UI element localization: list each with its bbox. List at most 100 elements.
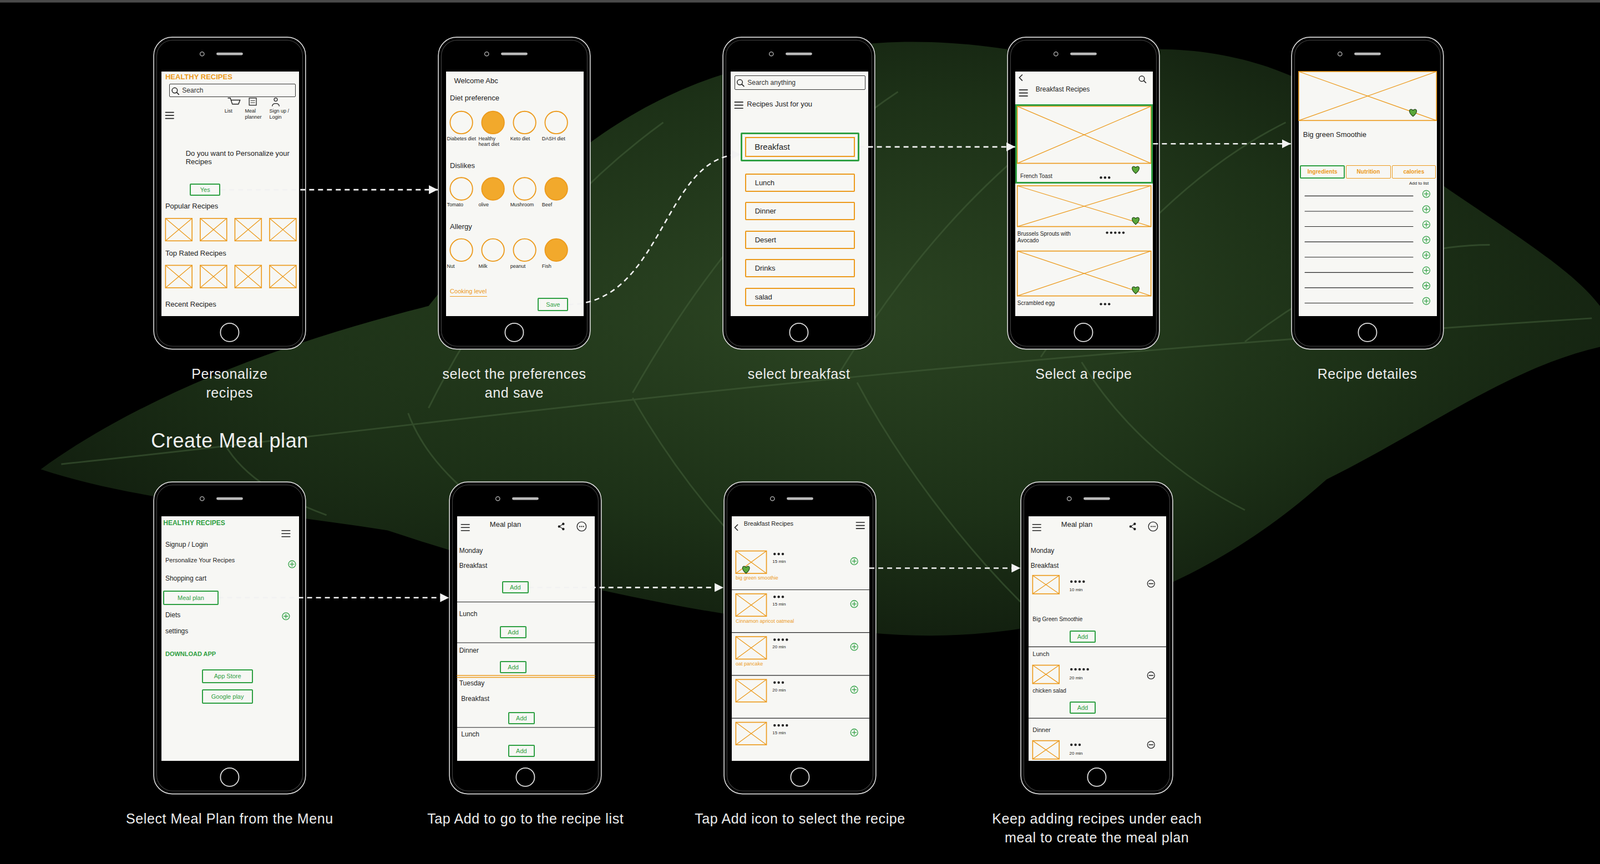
node-text: Search [181, 86, 204, 95]
sketch-mark [457, 677, 595, 678]
screen-label: Shopping cart [165, 574, 207, 583]
button-box: App Store [201, 669, 253, 685]
sketch-mark [1147, 741, 1155, 749]
sketch-mark [165, 218, 192, 241]
node-text: Add [1077, 704, 1089, 712]
sketch-mark [1032, 740, 1060, 759]
sketch-mark [1032, 575, 1060, 594]
sketch-mark [1024, 485, 1171, 792]
sketch-mark [785, 638, 788, 641]
sketch-mark [269, 265, 297, 288]
node-text: French Toast [1020, 173, 1053, 180]
node-text: Dinner [755, 206, 777, 216]
sketch-mark [735, 550, 767, 574]
node-text: Lunch [755, 178, 775, 187]
sketch-mark [1078, 743, 1081, 746]
sketch-mark [449, 110, 473, 134]
sketch-mark [153, 37, 306, 349]
screen-label: Diets [165, 611, 181, 620]
screen-label: 15 min [772, 730, 786, 737]
sketch-mark [1032, 575, 1060, 594]
sketch-mark [1107, 176, 1111, 179]
tab-box: Nutrition [1345, 165, 1391, 179]
sketch-mark [1122, 231, 1125, 234]
wireframe-sketch [731, 516, 870, 762]
button-box: Add [502, 581, 529, 594]
sketch-mark [1298, 71, 1437, 121]
sketch-mark [1304, 272, 1414, 273]
sketch-mark [156, 485, 303, 792]
phone-frame: French ToastBreakfast RecipesBrussels Sp… [1006, 36, 1161, 351]
search-bar: Search [169, 83, 296, 98]
sketch-mark [544, 110, 567, 134]
screen-label: Do you want to Personalize your Recipes [185, 149, 297, 167]
sketch-mark [735, 722, 767, 745]
phone-screen: Meal planApp StoreGoogle playHEALTHY REC… [161, 516, 300, 762]
sketch-mark [735, 636, 767, 660]
screen-label: Cooking level [449, 287, 487, 296]
phone-frame: AddAddMeal planMondayBreakfast10 minBig … [1020, 481, 1174, 796]
sketch-mark [734, 107, 743, 109]
sketch-mark [199, 497, 204, 501]
screen-label: Milk [478, 263, 509, 270]
sketch-mark [1154, 525, 1156, 528]
sketch-mark [1423, 297, 1431, 305]
sketch-mark [1104, 176, 1107, 179]
wireframe-sketch [161, 516, 300, 762]
sketch-mark [457, 727, 595, 728]
screen-label: Lunch [1032, 650, 1050, 658]
sketch-mark [734, 104, 743, 106]
phone-screen: IngredientsNutritioncalories Big green Sm… [1298, 71, 1437, 317]
node-text: Add [515, 715, 528, 722]
sketch-mark [1083, 497, 1111, 501]
recipe-row: 15 minbig green smoothie [731, 547, 870, 590]
screen-label: Diet preference [449, 93, 500, 103]
step-caption: select the preferences and save [439, 364, 590, 403]
screen-label: 20 min [772, 644, 786, 651]
sketch-mark [269, 265, 297, 288]
screen-label: Meal plan [489, 520, 521, 530]
sketch-mark [1298, 71, 1437, 121]
sketch-mark [234, 265, 262, 288]
sketch-mark [199, 265, 227, 288]
screen-label: Mushroom [510, 201, 540, 209]
sketch-mark [1019, 89, 1028, 91]
sketch-mark [1409, 109, 1417, 117]
button-box: Meal plan [163, 590, 219, 606]
sketch-mark [723, 482, 877, 794]
node-text: Breakfast [754, 142, 790, 152]
phone-frame: AddAddAddAddAddMeal planMondayBreakfastL… [448, 481, 602, 796]
flow-arrow [1152, 143, 1291, 145]
screen-label: Big green Smoothie [1303, 130, 1367, 140]
sketch-mark [1294, 40, 1441, 347]
sketch-mark [1132, 217, 1140, 225]
sketch-mark [281, 536, 291, 538]
sketch-mark [735, 679, 767, 702]
sketch-mark [1148, 744, 1153, 746]
sketch-mark [853, 644, 855, 649]
sketch-mark [1032, 740, 1060, 759]
screen-label: Diabetes diet [447, 135, 477, 143]
sketch-mark [1028, 717, 1167, 719]
sketch-mark [735, 593, 767, 616]
step-caption: Select a recipe [994, 364, 1173, 384]
sketch-mark [1423, 251, 1431, 259]
button-box: Add [508, 712, 535, 725]
sketch-mark [452, 485, 599, 792]
sketch-mark [1147, 671, 1155, 680]
sketch-mark [777, 681, 780, 684]
screen-label: Dislikes [449, 161, 475, 171]
button-box: Add [508, 745, 535, 758]
sketch-mark [773, 595, 776, 599]
sketch-mark [1019, 95, 1028, 97]
sketch-mark [579, 525, 581, 528]
sketch-mark [781, 681, 784, 684]
sketch-mark [1017, 250, 1152, 296]
sketch-mark [735, 636, 767, 660]
screen-label: Nut [447, 263, 477, 270]
sketch-mark [777, 638, 780, 641]
tab-box: Ingredients [1299, 165, 1345, 179]
tab-box: calories [1391, 165, 1436, 179]
phone-screen: French ToastBreakfast RecipesBrussels Sp… [1015, 71, 1153, 317]
